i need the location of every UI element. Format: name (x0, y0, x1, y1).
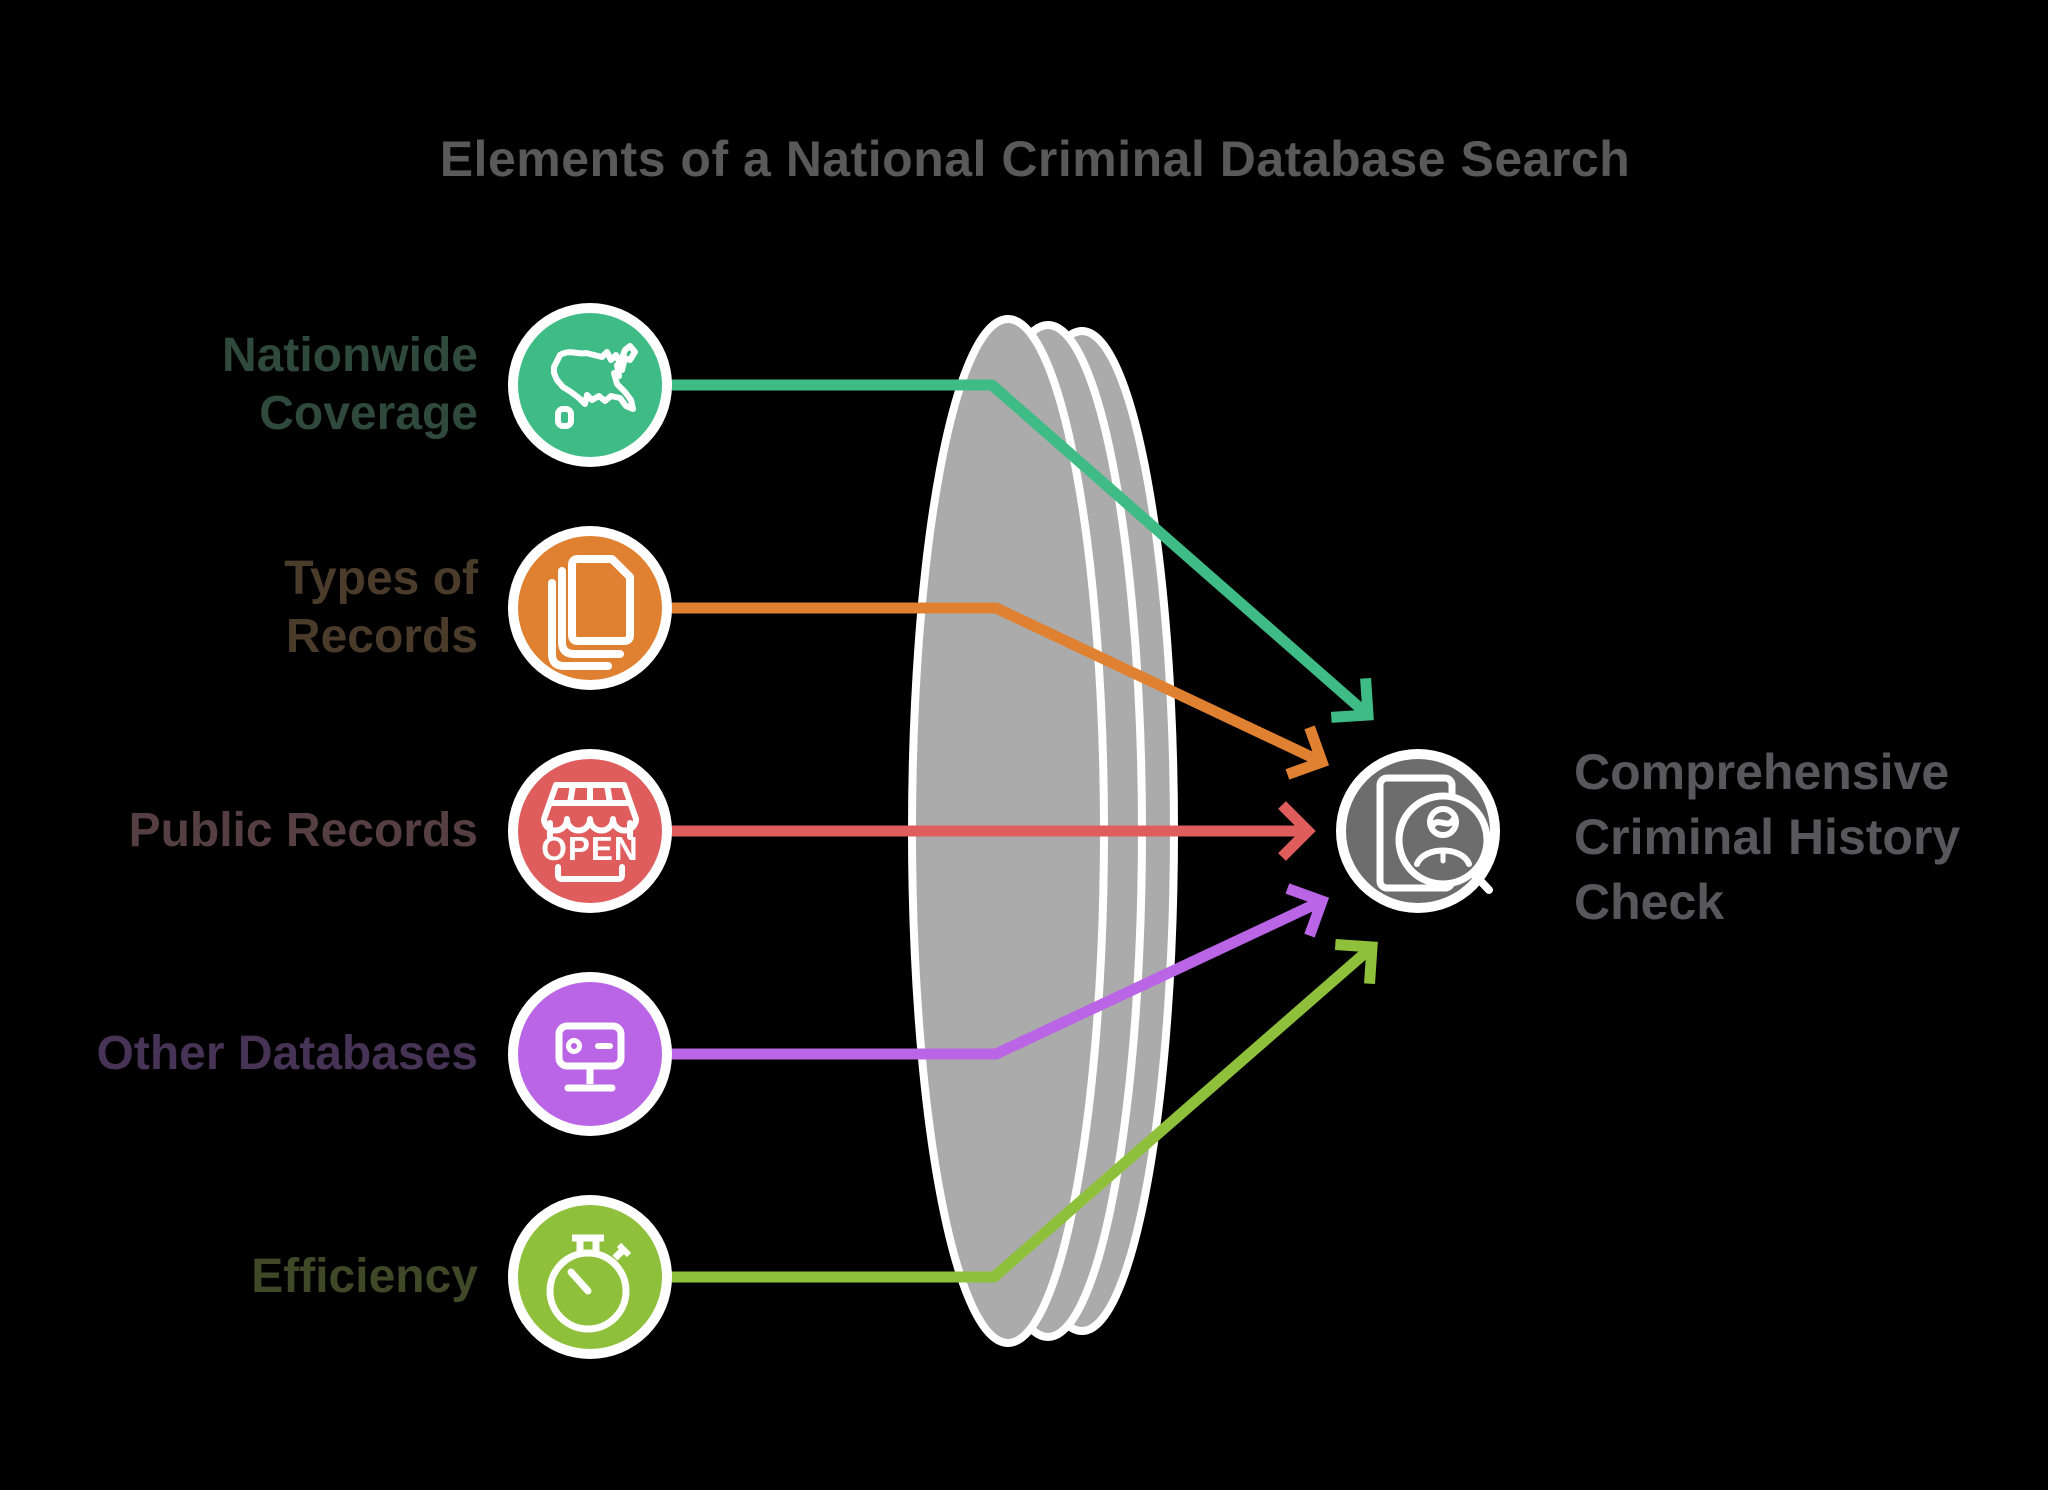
us-map-icon (508, 303, 672, 467)
label-types-of-records: Types of Records (284, 552, 478, 663)
open-sign-text: OPEN (541, 830, 639, 867)
arrow-other-databases (668, 883, 1330, 1060)
server-monitor-icon (508, 972, 672, 1136)
person-record-search-icon (1336, 749, 1500, 913)
label-public-records: Public Records (128, 804, 478, 857)
label-efficiency: Efficiency (251, 1250, 478, 1303)
arrow-types-of-records (668, 602, 1330, 780)
documents-stack-icon (508, 526, 672, 690)
diagram-title: Elements of a National Criminal Database… (439, 131, 1631, 187)
open-storefront-icon: OPEN (508, 749, 672, 913)
arrow-efficiency (668, 939, 1378, 1283)
label-nationwide-coverage: Nationwide Coverage (221, 329, 478, 440)
label-other-databases: Other Databases (96, 1027, 479, 1080)
label-comprehensive-criminal-history-check: Comprehensive Criminal History Check (1574, 744, 1961, 930)
stopwatch-icon (508, 1195, 672, 1359)
arrow-nationwide-coverage (668, 379, 1374, 723)
